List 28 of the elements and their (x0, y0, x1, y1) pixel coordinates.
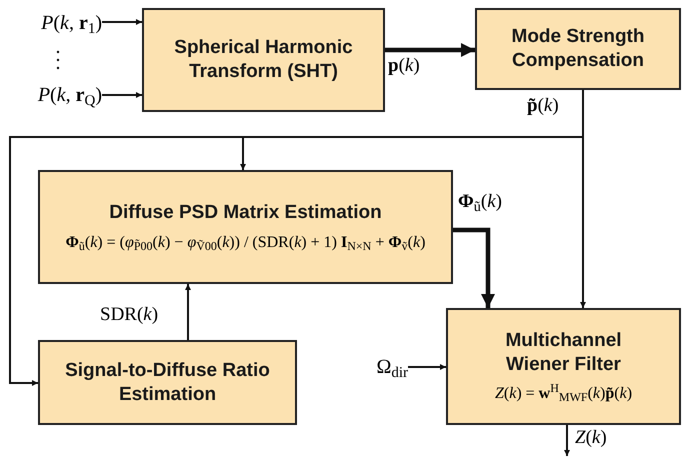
arrow (564, 425, 570, 456)
signal-label: P(k, r$_{1}$) (41, 11, 102, 38)
process-box (38, 340, 297, 425)
signal-label: Ω$_{dir}$ (376, 355, 408, 382)
arrow (102, 19, 142, 25)
process-box (446, 308, 681, 425)
box-title: Spherical Harmonic Transform (SHT) (173, 36, 354, 84)
edge-label: Z(k) (575, 427, 607, 448)
signal-label: P(k, r$_{Q}$) (38, 83, 102, 110)
formula: Φ$_{ũ}$(k) = (φ$_{P̃00}$(k) − φ$_{Ṽ00}$(k)) / (SDR(k) + 1) I$_{N×N}$ + Φ$_{ṽ}$(k) (64, 232, 426, 253)
edge-label: SDR(k) (100, 304, 158, 325)
arrow (102, 92, 142, 98)
process-box (142, 8, 385, 112)
edge-label: Φ$_{ũ}$(k) (458, 191, 502, 212)
process-box (38, 170, 453, 284)
arrow (580, 90, 586, 308)
edge-label: p̃(k) (527, 95, 559, 116)
box-title: Diffuse PSD Matrix Estimation (108, 201, 383, 225)
box-title: Mode Strength Compensation (510, 25, 646, 73)
formula: Z(k) = w$^{H}$$_{MWF}$(k)p̃(k) (494, 384, 634, 404)
edge-label: p(k) (388, 55, 420, 76)
box-title: Signal-to-Diffuse Ratio Estimation (64, 358, 271, 406)
arrow (408, 364, 446, 370)
process-box (475, 8, 681, 90)
arrow (453, 228, 495, 308)
box-title: Multichannel Wiener Filter (504, 328, 623, 376)
arrow (185, 284, 191, 340)
arrow (385, 43, 475, 57)
